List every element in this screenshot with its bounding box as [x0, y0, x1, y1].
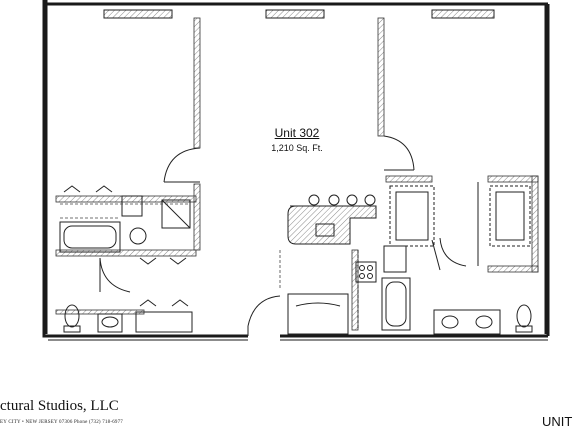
windows — [103, 9, 495, 19]
unit-area: 1,210 Sq. Ft. — [271, 143, 323, 153]
dashed-lines — [60, 203, 281, 290]
interior-walls — [55, 17, 539, 331]
left-bath — [59, 195, 193, 333]
closet-doors — [63, 185, 189, 307]
unit-title: Unit 302 — [274, 126, 320, 140]
company-address: EY CITY • NEW JERSEY 07306 Phone (732) 7… — [0, 420, 123, 425]
right-bath — [381, 277, 533, 335]
unit-corner-label: UNIT — [542, 414, 573, 429]
doors — [99, 135, 467, 336]
right-closets — [389, 182, 531, 271]
kitchen — [287, 194, 407, 335]
exterior-walls — [42, 0, 550, 341]
company-name: ctural Studios, LLC — [0, 398, 119, 414]
